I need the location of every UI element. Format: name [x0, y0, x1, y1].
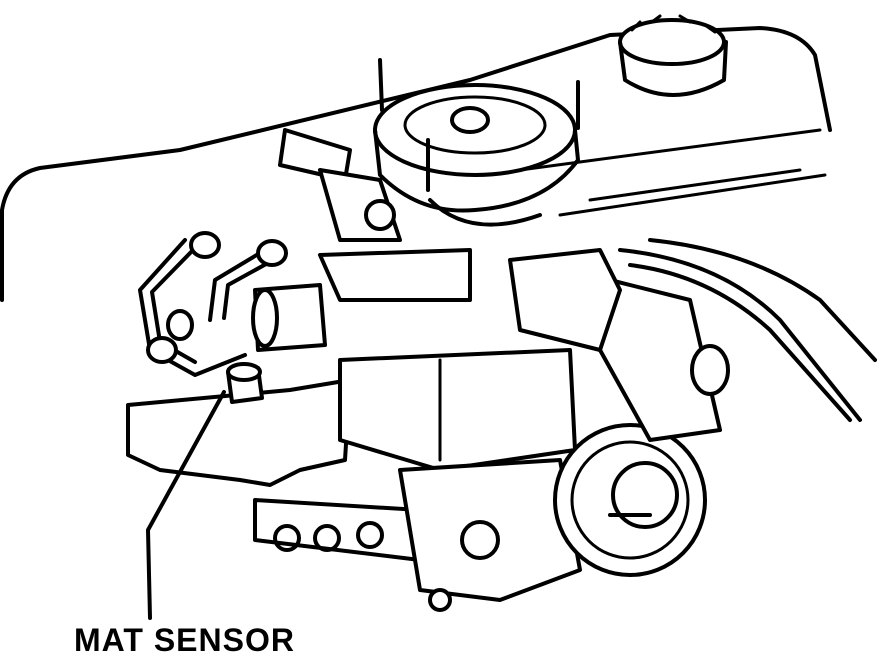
oil-filler-cap — [618, 14, 728, 97]
mat-sensor — [226, 362, 264, 404]
fuel-lines — [138, 231, 288, 377]
wiring-harness — [508, 238, 877, 442]
intake-tubes — [251, 128, 402, 352]
egr-valve — [553, 423, 707, 577]
mat-sensor-label: MAT SENSOR — [74, 622, 295, 658]
intake-manifold — [126, 378, 422, 562]
throttle-body — [373, 58, 580, 227]
throttle-body-base — [318, 248, 582, 612]
valve-cover — [0, 26, 832, 302]
mat-sensor-leader-line — [146, 390, 226, 620]
